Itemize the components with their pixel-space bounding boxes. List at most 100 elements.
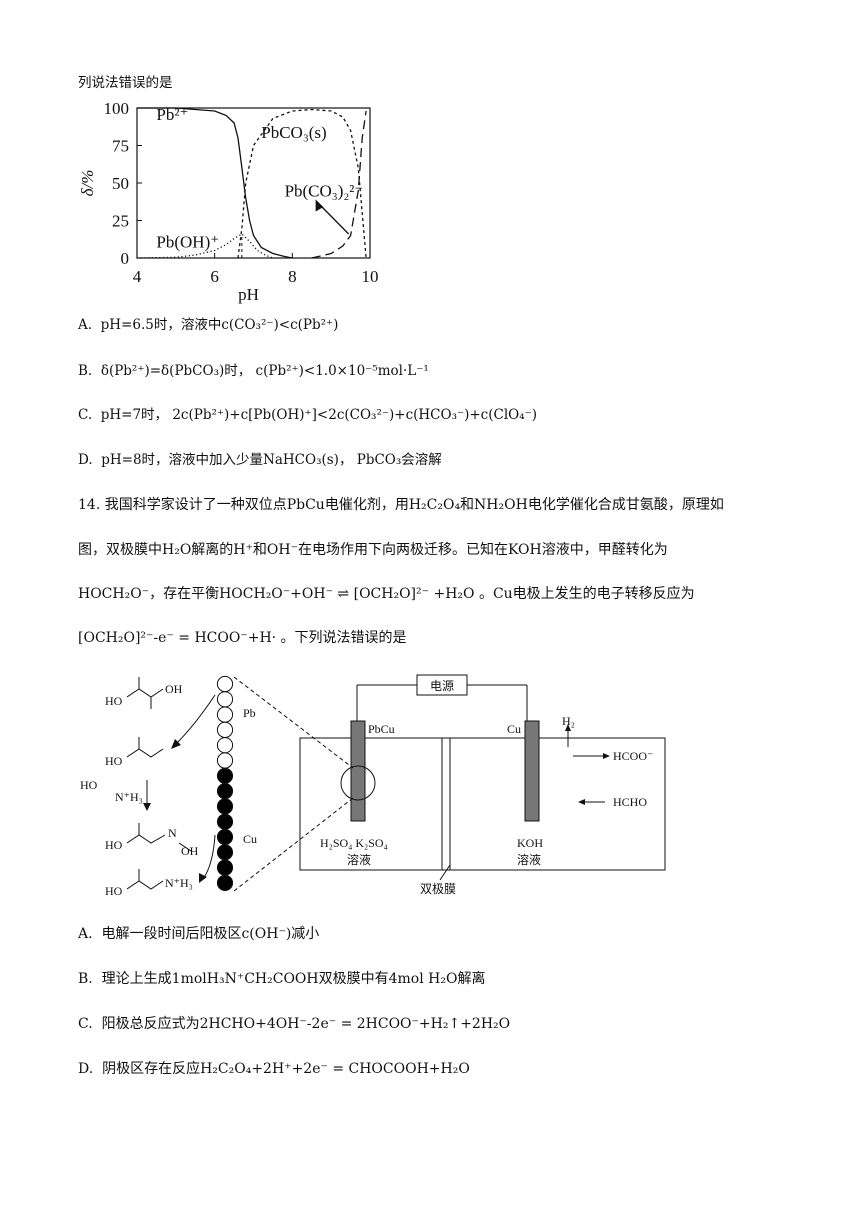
pb-atom	[216, 737, 234, 754]
cu-atom	[216, 874, 234, 891]
right-solution-formula: KOH	[517, 836, 543, 850]
pb-atom	[216, 675, 234, 693]
option-label: C.	[78, 1016, 93, 1032]
oxime-molecule	[126, 823, 192, 852]
left-solution-label: 溶液	[347, 852, 371, 867]
right-arrow-icon	[603, 753, 610, 759]
x-tick-label: 4	[133, 267, 142, 286]
option-label: A.	[78, 926, 93, 942]
pb-atom	[216, 691, 234, 708]
glyoxylic-acid-molecule	[126, 737, 164, 758]
h2-label: H₂	[562, 714, 575, 728]
pb-atom	[216, 752, 234, 769]
cu-atom	[216, 828, 234, 846]
membrane-label: 双极膜	[420, 882, 456, 896]
series-line-1	[237, 108, 367, 259]
cu-atom	[216, 813, 234, 830]
mol-text: OH	[165, 682, 183, 696]
option-label: C.	[78, 407, 93, 423]
series-line-0	[137, 107, 293, 259]
chart-annotation-3: Pb(OH)⁺	[156, 233, 219, 252]
y-tick-label: 25	[112, 212, 129, 231]
cu-label: Cu	[507, 722, 521, 736]
power-label: 电源	[430, 679, 454, 693]
option-text: 电解一段时间后阳极区c(OH⁻)减小	[101, 926, 320, 942]
q13-option-b: B. δ(Pb²⁺)=δ(PbCO₃)时， c(Pb²⁺)<1.0×10⁻⁵mo…	[78, 361, 429, 381]
x-tick-label: 6	[210, 267, 219, 286]
x-axis-label: pH	[238, 285, 259, 304]
left-arrow-icon	[578, 799, 585, 805]
hcoo-label: HCOO⁻	[613, 749, 653, 763]
electrolysis-diagram: 电源 PbCu Cu H₂ HCOO⁻ HCHO H₂SO₄ K₂SO₄ 溶液 …	[80, 674, 666, 898]
option-label: B.	[78, 363, 93, 379]
left-solution-formula: H₂SO₄ K₂SO₄	[320, 836, 388, 850]
arrow-head-icon	[315, 199, 324, 212]
pbcu-electrode	[350, 720, 366, 822]
option-text: pH=7时， 2c(Pb²⁺)+c[Pb(OH)⁺]<2c(CO₃²⁻)+c(H…	[100, 407, 538, 423]
mol-text: OH	[181, 844, 199, 858]
x-tick-label: 10	[362, 267, 379, 286]
reaction-arrow-icon	[171, 739, 181, 749]
down-arrow-icon	[143, 803, 151, 811]
q14-option-d: D. 阴极区存在反应H₂C₂O₄+2H⁺+2e⁻ = CHOCOOH+H₂O	[78, 1059, 470, 1079]
mol-text: HO	[105, 884, 123, 898]
q14-stem-line-2: 图，双极膜中H₂O解离的H⁺和OH⁻在电场作用下向两极迁移。已知在KOH溶液中，…	[78, 542, 668, 558]
up-arrow-icon	[565, 724, 571, 731]
q13-option-c: C. pH=7时， 2c(Pb²⁺)+c[Pb(OH)⁺]<2c(CO₃²⁻)+…	[78, 405, 537, 425]
q14-option-c: C. 阳极总反应式为2HCHO+4OH⁻-2e⁻ = 2HCOO⁻+H₂↑+2H…	[78, 1014, 510, 1034]
option-label: D.	[78, 452, 93, 468]
magnify-circle	[340, 765, 376, 801]
option-text: 理论上生成1molH₃N⁺CH₂COOH双极膜中有4mol H₂O解离	[101, 971, 486, 987]
series-line-3	[136, 233, 274, 259]
mol-text: HO	[105, 754, 123, 768]
q14-stem-line-1: 14. 我国科学家设计了一种双位点PbCu电催化剂，用H₂C₂O₄和NH₂OH电…	[78, 497, 724, 513]
pbcu-label: PbCu	[368, 722, 395, 736]
option-text: δ(Pb²⁺)=δ(PbCO₃)时， c(Pb²⁺)<1.0×10⁻⁵mol·L…	[100, 363, 429, 379]
hcho-label: HCHO	[613, 795, 647, 809]
mol-text: N	[168, 826, 177, 840]
option-text: pH=8时，溶液中加入少量NaHCO₃(s)， PbCO₃会溶解	[101, 452, 442, 468]
option-text: pH=6.5时，溶液中c(CO₃²⁻)<c(Pb²⁺)	[100, 317, 339, 333]
annotation-arrow	[317, 202, 350, 235]
cu-atom	[216, 798, 234, 815]
series-line-2	[311, 110, 367, 259]
mol-text: HO	[105, 694, 123, 708]
pb-atom	[216, 721, 234, 739]
chart-annotation-0: Pb²⁺	[156, 105, 188, 124]
mol-text: N⁺H₃	[165, 876, 193, 890]
right-solution-label: 溶液	[517, 852, 541, 867]
question-13-stem-tail: 列说法错误的是	[78, 75, 173, 91]
oxalic-acid-molecule	[126, 677, 164, 709]
mol-text: HO	[80, 778, 98, 792]
option-label: B.	[78, 971, 93, 987]
mol-text: N⁺H₃	[115, 790, 143, 804]
electrolytic-cell	[299, 737, 666, 871]
cu-atom	[216, 767, 234, 784]
glycine-molecule	[126, 869, 164, 890]
x-tick-label: 8	[288, 267, 297, 286]
chart-annotation-2: Pb(CO₃)₂²⁻	[285, 182, 364, 201]
catalyst-atom-chain	[216, 675, 234, 891]
q13-option-a: A. pH=6.5时，溶液中c(CO₃²⁻)<c(Pb²⁺)	[78, 317, 339, 333]
q14-stem-line-4: [OCH₂O]²⁻-e⁻ = HCOO⁻+H· 。下列说法错误的是	[78, 630, 407, 646]
cu-atom	[216, 859, 234, 876]
cu-electrode	[524, 720, 540, 822]
cu-atom	[216, 844, 234, 861]
option-label: A	[78, 317, 88, 333]
y-tick-label: 100	[104, 99, 130, 118]
y-tick-label: 75	[112, 137, 129, 156]
option-label: D.	[78, 1061, 94, 1077]
chart-annotation-1: PbCO₃(s)	[261, 123, 326, 142]
option-text: 阳极总反应式为2HCHO+4OH⁻-2e⁻ = 2HCOO⁻+H₂↑+2H₂O	[101, 1016, 511, 1032]
q13-option-d: D. pH=8时，溶液中加入少量NaHCO₃(s)， PbCO₃会溶解	[78, 450, 442, 470]
reaction-arrow-icon	[199, 873, 207, 883]
y-tick-label: 0	[121, 249, 130, 268]
power-supply: 电源	[356, 674, 528, 723]
option-text: 阴极区存在反应H₂C₂O₄+2H⁺+2e⁻ = CHOCOOH+H₂O	[102, 1061, 470, 1077]
pb-atom	[216, 706, 234, 723]
y-axis-label: δ/%	[78, 170, 97, 197]
q14-stem-line-3: HOCH₂O⁻，存在平衡HOCH₂O⁻+OH⁻ ⇌ [OCH₂O]²⁻ +H₂O…	[78, 586, 695, 602]
q14-option-a: A. 电解一段时间后阳极区c(OH⁻)减小	[78, 924, 319, 944]
q14-option-b: B. 理论上生成1molH₃N⁺CH₂COOH双极膜中有4mol H₂O解离	[78, 969, 485, 989]
